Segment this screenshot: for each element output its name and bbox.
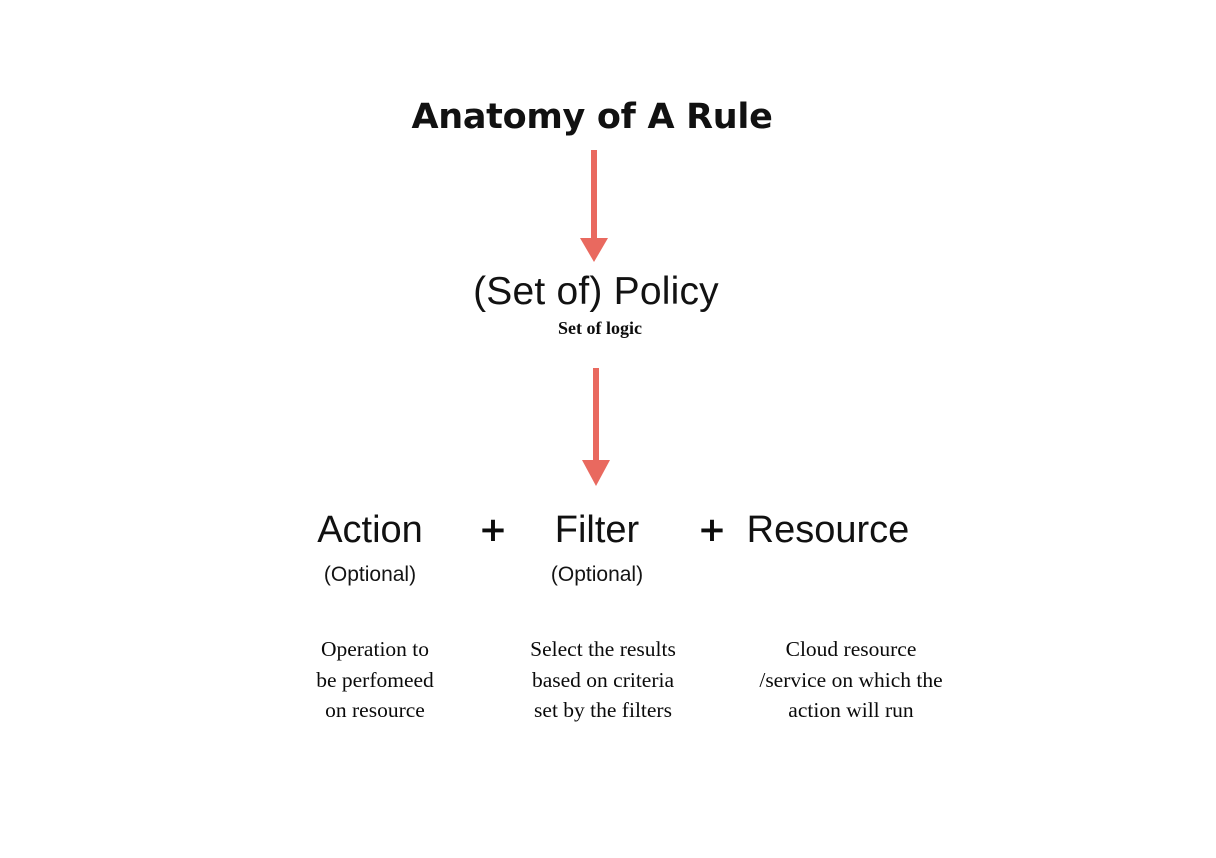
- optional-badge-action: (Optional): [323, 563, 417, 586]
- component-resource-label[interactable]: Resource: [746, 509, 910, 551]
- arrow-down-icon: [580, 150, 608, 262]
- arrow-policy-to-components: [574, 368, 618, 486]
- descriptions-row: Operation to be perfomeed on resource Se…: [0, 634, 1216, 734]
- description-resource-line-2: /service on which the: [759, 667, 943, 692]
- description-action-line-3: on resource: [325, 698, 425, 722]
- plus-operator-2: +: [697, 510, 727, 550]
- description-filter-line-2: based on criteria: [531, 667, 675, 692]
- components-row: Action + Filter + Resource: [0, 503, 1216, 557]
- plus-operator-1: +: [478, 510, 508, 550]
- description-resource-line-3: action will run: [788, 698, 914, 722]
- policy-block: (Set of) Policy Set of logic: [0, 270, 1216, 339]
- description-filter: Select the results based on criteria set…: [483, 634, 723, 726]
- page-title: Anatomy of A Rule: [0, 100, 1216, 135]
- description-filter-line-1: Select the results: [530, 637, 676, 661]
- description-action-line-1: Operation to: [320, 637, 430, 661]
- arrow-down-icon: [582, 368, 610, 486]
- component-filter-label[interactable]: Filter: [554, 509, 640, 551]
- optional-badge-filter: (Optional): [550, 563, 644, 586]
- optional-labels-row: (Optional) (Optional): [0, 560, 1216, 590]
- description-filter-line-3: set by the filters: [534, 698, 672, 722]
- description-action-line-2: be perfomeed: [316, 667, 434, 692]
- description-action: Operation to be perfomeed on resource: [255, 634, 495, 726]
- component-action-label[interactable]: Action: [317, 509, 423, 551]
- page-title-text: Anatomy of A Rule: [411, 97, 773, 137]
- policy-sublabel: Set of logic: [558, 317, 642, 338]
- description-resource-line-1: Cloud resource: [785, 637, 917, 661]
- policy-label: (Set of) Policy: [473, 270, 719, 313]
- description-resource: Cloud resource /service on which the act…: [711, 634, 991, 726]
- arrow-title-to-policy: [572, 150, 616, 262]
